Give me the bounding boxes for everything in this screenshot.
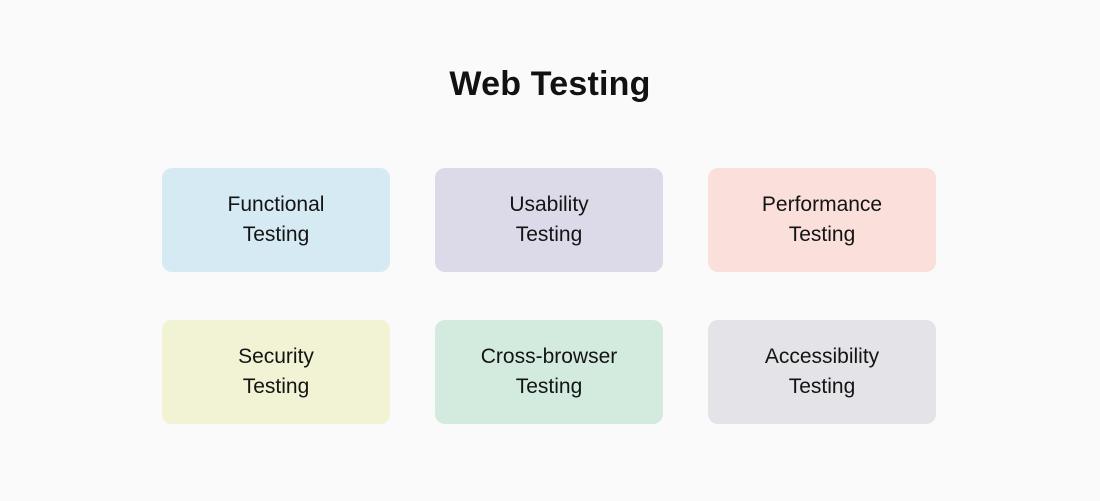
card-accessibility-testing[interactable]: Accessibility Testing bbox=[708, 320, 936, 424]
card-label: Usability Testing bbox=[509, 193, 589, 246]
card-cross-browser-testing[interactable]: Cross-browser Testing bbox=[435, 320, 663, 424]
card-label: Security Testing bbox=[238, 345, 314, 398]
card-usability-testing[interactable]: Usability Testing bbox=[435, 168, 663, 272]
card-label: Functional Testing bbox=[227, 193, 325, 246]
card-performance-testing[interactable]: Performance Testing bbox=[708, 168, 936, 272]
testing-types-grid: Functional Testing Usability Testing Per… bbox=[162, 168, 939, 424]
card-label: Performance Testing bbox=[761, 193, 883, 246]
card-security-testing[interactable]: Security Testing bbox=[162, 320, 390, 424]
card-label: Accessibility Testing bbox=[764, 345, 880, 398]
card-functional-testing[interactable]: Functional Testing bbox=[162, 168, 390, 272]
card-label: Cross-browser Testing bbox=[480, 345, 618, 398]
page-title: Web Testing bbox=[449, 65, 651, 103]
